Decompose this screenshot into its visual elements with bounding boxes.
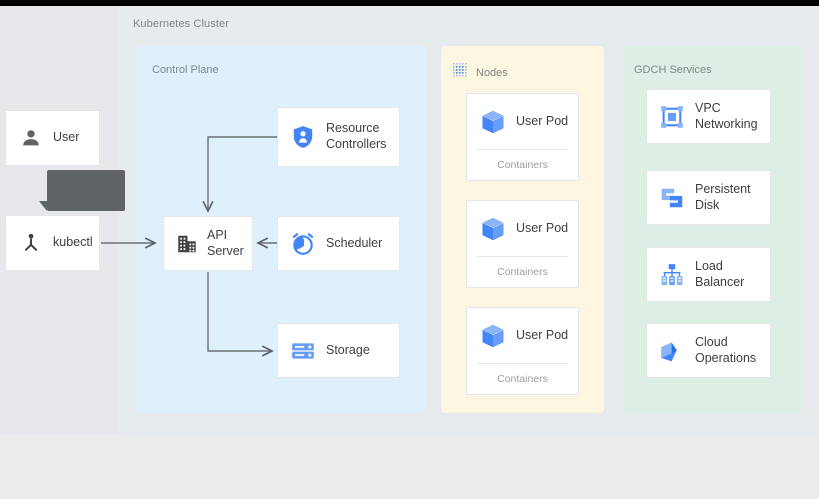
panel-nodes-label-row: Nodes: [452, 62, 508, 83]
shield-person-icon: [290, 124, 316, 150]
persistent-disk-icon: [659, 185, 685, 211]
card-load-balancer-label: Load Balancer: [695, 258, 745, 289]
card-user-pod-footer: Containers: [497, 373, 548, 385]
card-persistent-disk[interactable]: Persistent Disk: [646, 170, 771, 225]
card-user-pod[interactable]: User Pod Containers: [466, 93, 579, 181]
card-api-server[interactable]: API Server: [163, 216, 253, 271]
kubectl-icon: [20, 232, 42, 254]
cube-icon: [479, 215, 507, 243]
card-divider: [477, 363, 568, 364]
card-user-pod-header: User Pod: [467, 308, 578, 363]
card-user[interactable]: User: [5, 110, 100, 166]
card-user-pod-header: User Pod: [467, 94, 578, 149]
panel-nodes-label: Nodes: [476, 66, 508, 79]
card-cloud-operations[interactable]: Cloud Operations: [646, 323, 771, 378]
panel-gdch-services-label: GDCH Services: [634, 64, 712, 76]
card-user-pod-label: User Pod: [516, 327, 569, 342]
card-kubectl[interactable]: kubectl: [5, 215, 100, 271]
alarm-clock-icon: [290, 231, 316, 257]
card-persistent-disk-label: Persistent Disk: [695, 181, 751, 212]
card-user-pod-footer: Containers: [497, 159, 548, 171]
card-resource-controllers[interactable]: Resource Controllers: [277, 107, 400, 167]
card-user-pod-label: User Pod: [516, 220, 569, 235]
cube-icon: [479, 108, 507, 136]
card-vpc-networking-label: VPC Networking: [695, 100, 758, 131]
card-vpc-networking[interactable]: VPC Networking: [646, 89, 771, 144]
card-resource-controllers-label: Resource Controllers: [326, 121, 387, 151]
card-divider: [477, 149, 568, 150]
card-user-label: User: [53, 130, 80, 145]
card-load-balancer[interactable]: Load Balancer: [646, 247, 771, 302]
panel-control-plane-label: Control Plane: [152, 64, 219, 76]
person-icon: [20, 127, 42, 149]
dotted-grid-icon: [452, 62, 468, 83]
card-user-pod-label: User Pod: [516, 113, 569, 128]
cube-icon: [479, 322, 507, 350]
cloud-operations-icon: [659, 338, 685, 364]
card-user-pod-header: User Pod: [467, 201, 578, 256]
card-api-server-label: API Server: [207, 227, 244, 258]
card-user-pod[interactable]: User Pod Containers: [466, 200, 579, 288]
card-user-pod-footer: Containers: [497, 266, 548, 278]
card-storage[interactable]: Storage: [277, 323, 400, 378]
vpc-networking-icon: [659, 104, 685, 130]
card-cloud-operations-label: Cloud Operations: [695, 334, 757, 365]
load-balancer-icon: [659, 262, 685, 288]
cluster-title: Kubernetes Cluster: [133, 18, 229, 30]
api-server-icon: [176, 233, 198, 255]
card-scheduler[interactable]: Scheduler: [277, 216, 400, 271]
top-black-bar: [0, 0, 819, 6]
card-storage-label: Storage: [326, 342, 370, 357]
card-kubectl-label: kubectl: [53, 235, 93, 250]
card-user-pod[interactable]: User Pod Containers: [466, 307, 579, 395]
card-divider: [477, 256, 568, 257]
card-scheduler-label: Scheduler: [326, 235, 383, 250]
storage-icon: [290, 338, 316, 364]
tooltip-overlay: [39, 170, 125, 211]
